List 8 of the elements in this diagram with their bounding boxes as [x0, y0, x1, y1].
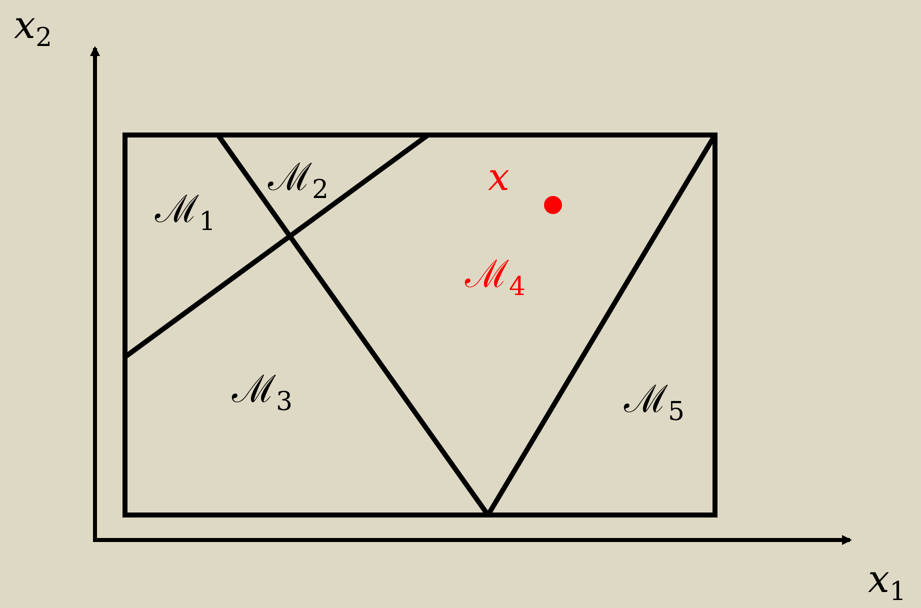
region-label: ℳ$_{2}$: [268, 158, 329, 203]
region-label: ℳ$_{5}$: [624, 380, 685, 425]
region-label: ℳ$_{4}$: [465, 255, 526, 300]
region-label: ℳ$_{1}$: [155, 190, 216, 235]
axis-label: x$_{1}$: [868, 560, 906, 605]
point-label: x: [488, 158, 510, 196]
region-label: ℳ$_{3}$: [232, 370, 293, 415]
axis-label: x$_{2}$: [14, 6, 52, 51]
